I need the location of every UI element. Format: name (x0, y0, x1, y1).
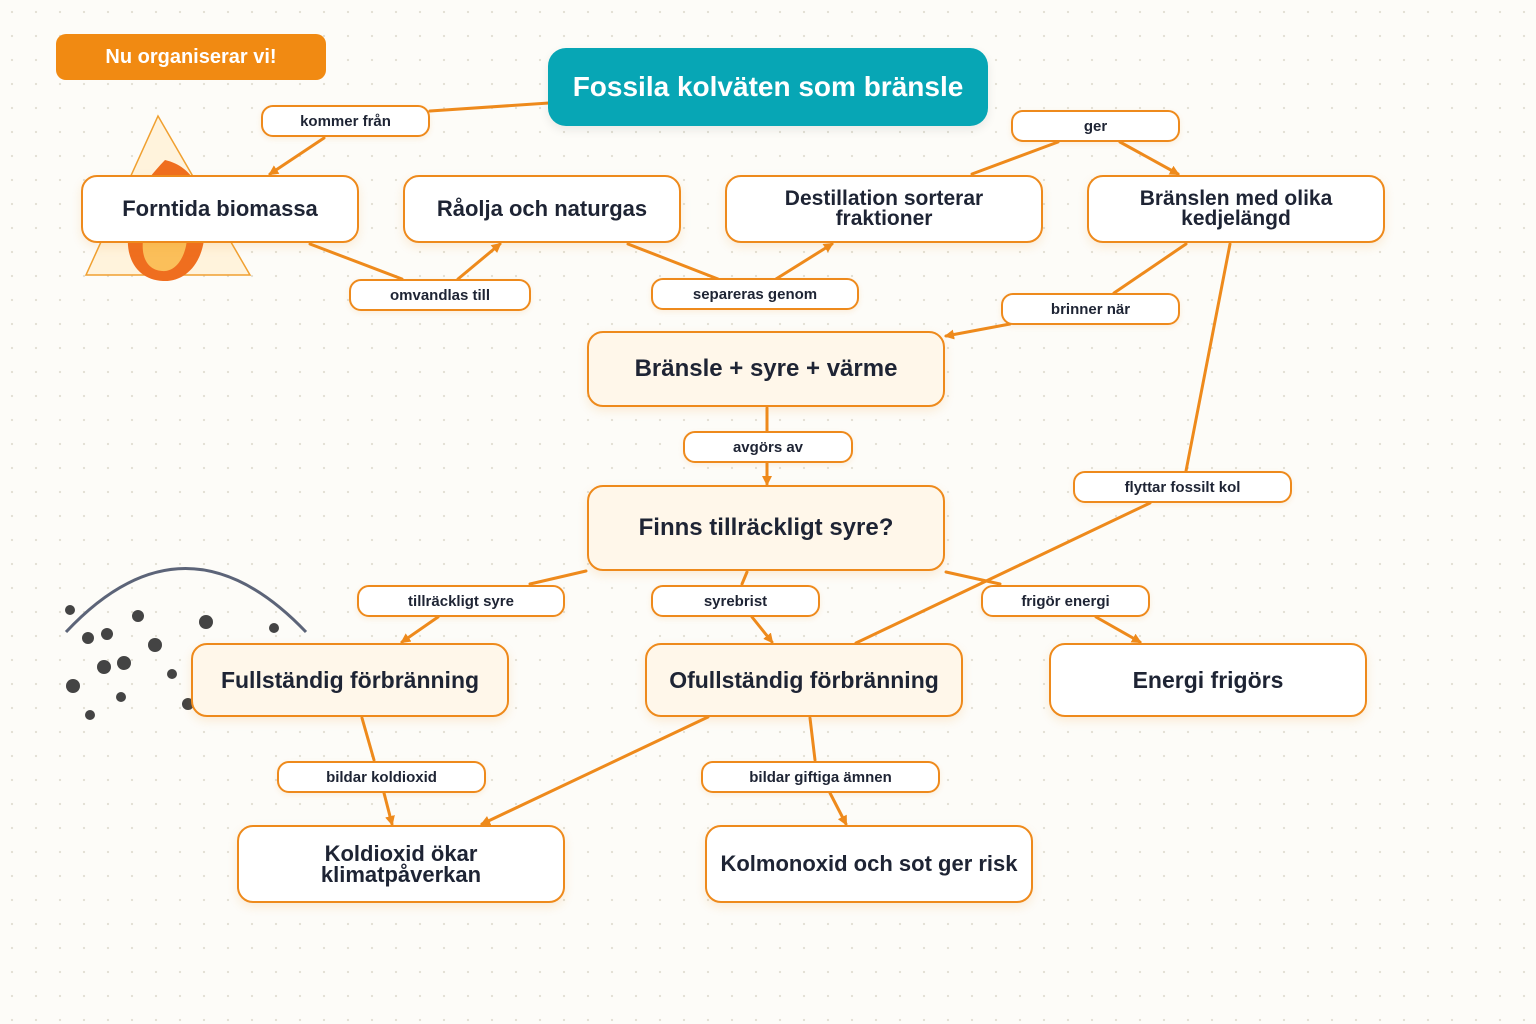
edge-branslen-koldioxid-c (480, 715, 710, 826)
edge-biomassa-raolja-arrow (456, 242, 502, 281)
link-label-tillrackligt-syre: tillräckligt syre (357, 585, 565, 617)
edge-syre-fullstandig-arrow (400, 615, 440, 644)
edge-syre-energi-arrow (1094, 615, 1142, 644)
edge-title-biomassa-arrow (268, 136, 326, 176)
edge-branslen-koldioxid (1184, 242, 1232, 473)
node-forntida-biomassa[interactable]: Forntida biomassa (81, 175, 359, 243)
edge-raolja-destillation (626, 242, 720, 281)
node-koldioxid-klimat[interactable]: Koldioxid ökar klimatpåverkan (237, 825, 565, 903)
link-label-omvandlas-till: omvandlas till (349, 279, 531, 311)
edge-branslen-triangel-arrow (944, 322, 1012, 340)
edge-biomassa-raolja (308, 242, 404, 281)
link-label-bildar-koldioxid: bildar koldioxid (277, 761, 486, 793)
edge-fullstandig-koldioxid-arrow (382, 791, 395, 826)
link-label-bildar-giftiga-amnen: bildar giftiga ämnen (701, 761, 940, 793)
edge-syre-ofullstandig (740, 570, 749, 586)
node-kolmonoxid-sot[interactable]: Kolmonoxid och sot ger risk (705, 825, 1033, 903)
edge-title-biomassa (428, 101, 551, 113)
edge-branslen-triangel (1112, 242, 1188, 295)
link-label-avgors-av: avgörs av (683, 431, 853, 463)
edge-branslen-koldioxid-b (854, 501, 1152, 645)
link-label-flyttar-fossilt-kol: flyttar fossilt kol (1073, 471, 1292, 503)
edge-syre-ofullstandig-arrow (750, 615, 774, 644)
molecule-particles-illustration (64, 567, 308, 720)
edge-syre-energi (944, 570, 1002, 586)
section-badge: Nu organiserar vi! (56, 34, 326, 80)
link-label-brinner-nar: brinner när (1001, 293, 1180, 325)
edge-ofullstandig-kolmonoxid-arrow (828, 791, 848, 826)
edge-destillation-branslen (970, 140, 1060, 176)
link-label-syrebrist: syrebrist (651, 585, 820, 617)
node-branslen-kedjelangd[interactable]: Bränslen med olika kedjelängd (1087, 175, 1385, 243)
node-ofullstandig-forbranning[interactable]: Ofullständig förbränning (645, 643, 963, 717)
node-destillation[interactable]: Destillation sorterar fraktioner (725, 175, 1043, 243)
edge-ofullstandig-kolmonoxid (808, 716, 817, 762)
edge-raolja-destillation-arrow (774, 242, 834, 281)
edge-fullstandig-koldioxid (360, 716, 376, 762)
edge-syre-fullstandig (528, 569, 588, 586)
link-label-frigor-energi: frigör energi (981, 585, 1150, 617)
link-label-ger: ger (1011, 110, 1180, 142)
edge-destillation-branslen-arrow (1118, 140, 1180, 176)
link-label-kommer-fran: kommer från (261, 105, 430, 137)
node-energi-frigors[interactable]: Energi frigörs (1049, 643, 1367, 717)
node-bransle-syre-varme[interactable]: Bränsle + syre + värme (587, 331, 945, 407)
link-label-separeras-genom: separeras genom (651, 278, 859, 310)
node-fullstandig-forbranning[interactable]: Fullständig förbränning (191, 643, 509, 717)
map-title: Fossila kolväten som bränsle (548, 48, 988, 126)
node-raolja-naturgas[interactable]: Råolja och naturgas (403, 175, 681, 243)
node-tillrackligt-syre-fraga[interactable]: Finns tillräckligt syre? (587, 485, 945, 571)
